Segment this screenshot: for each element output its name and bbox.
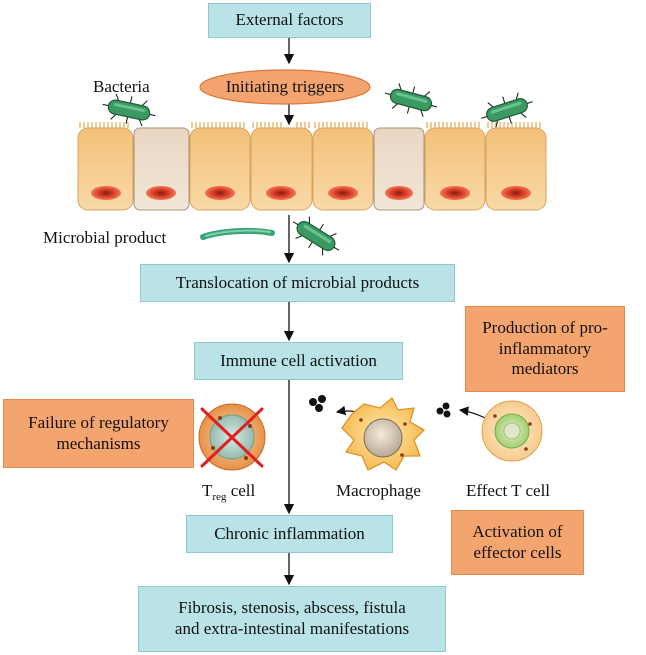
effector-t-cell-icon	[481, 400, 543, 462]
initiating-triggers-text: Initiating triggers	[225, 77, 345, 96]
production-text-line1: Production of pro-	[482, 317, 608, 337]
immune-activation-box: Immune cell activation	[194, 342, 403, 380]
translocation-box: Translocation of microbial products	[140, 264, 455, 302]
chronic-inflammation-text: Chronic inflammation	[214, 523, 365, 543]
treg-label-suffix: cell	[226, 481, 256, 500]
outcomes-text-line2: and extra-intestinal manifestations	[174, 619, 410, 638]
epithelial-layer	[77, 122, 547, 211]
external-factors-box: External factors	[208, 3, 371, 38]
treg-cell-label: Treg cell	[202, 481, 255, 503]
initiating-triggers-label: Initiating triggers	[200, 70, 370, 104]
activation-effector-box: Activation of effector cells	[451, 510, 584, 575]
chronic-inflammation-box: Chronic inflammation	[186, 515, 393, 553]
initiating-triggers-ellipse	[199, 69, 371, 105]
effect-t-cell-label: Effect T cell	[466, 481, 551, 500]
activation-text-line1: Activation of	[472, 521, 563, 541]
outcomes-text-line1: Fibrosis, stenosis, abscess, fistula	[178, 598, 406, 618]
production-mediators-box: Production of pro- inflammatory mediator…	[465, 306, 625, 392]
production-text-line2: inflammatory	[498, 338, 592, 358]
bacterium-icon	[292, 216, 340, 256]
bacteria-label: Bacteria	[93, 77, 150, 96]
cell-nuclei	[91, 186, 531, 200]
treg-label-main: T	[202, 481, 213, 500]
failure-regulatory-box: Failure of regulatory mechanisms	[3, 399, 194, 468]
immune-activation-text: Immune cell activation	[220, 350, 377, 370]
failure-text-line1: Failure of regulatory	[28, 412, 169, 432]
failure-text-line2: mechanisms	[56, 433, 141, 453]
macrophage-label: Macrophage	[336, 481, 421, 500]
microbial-product-label: Microbial product	[43, 228, 167, 247]
external-factors-text: External factors	[235, 10, 344, 30]
treg-label-sub: reg	[212, 491, 227, 503]
mediator-dots-icon	[309, 395, 451, 418]
bacterium-icon	[384, 83, 438, 117]
production-text-line3: mediators	[511, 359, 579, 379]
bacterium-icon	[481, 92, 533, 128]
bacterium-icon	[102, 93, 156, 127]
cross-out-icon	[200, 407, 264, 468]
outcomes-box: Fibrosis, stenosis, abscess, fistula and…	[138, 586, 446, 652]
activation-text-line2: effector cells	[473, 542, 562, 562]
macrophage-icon	[341, 397, 425, 471]
translocation-text: Translocation of microbial products	[175, 272, 420, 292]
